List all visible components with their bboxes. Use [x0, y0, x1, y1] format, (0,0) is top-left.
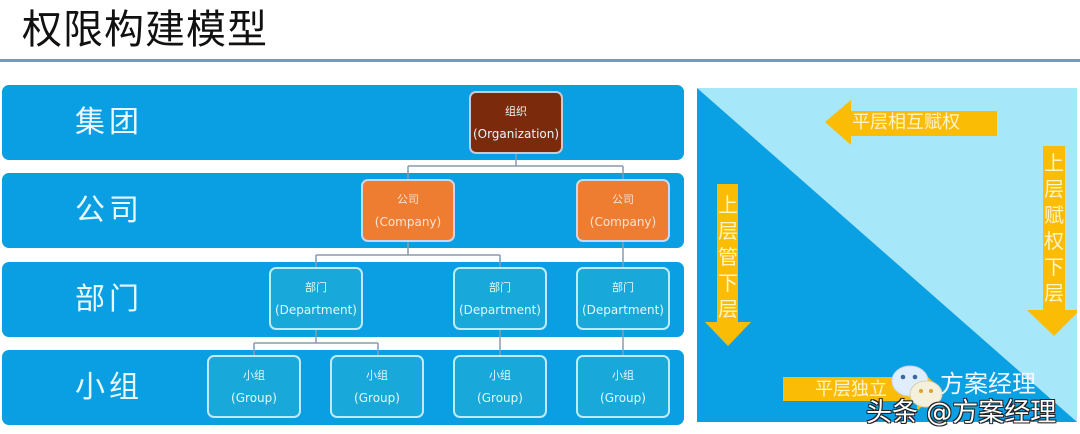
authorization-panel: 平层相互赋权 上层管下层 上层赋权下层 平层独立 [697, 88, 1077, 422]
vertical-label-char: 层 [1044, 177, 1064, 201]
node-en-label: (Group) [354, 390, 400, 405]
node-cn-label: 组织 [505, 104, 527, 118]
node-en-label: (Group) [600, 390, 646, 405]
arrow-left-shape [825, 100, 997, 145]
watermark-account-name: 方案经理 [940, 370, 1036, 398]
node-group-3[interactable]: 小组 (Group) [453, 355, 547, 418]
node-company-1[interactable]: 公司 (Company) [361, 179, 455, 242]
node-department-2[interactable]: 部门 (Department) [453, 267, 547, 330]
node-cn-label: 小组 [612, 368, 634, 382]
vertical-label-char: 层 [718, 219, 738, 243]
vertical-label-char: 赋 [1044, 203, 1064, 227]
vertical-label-char: 上 [718, 193, 738, 217]
vertical-label-char: 管 [718, 245, 738, 269]
title-divider [0, 59, 1080, 62]
node-en-label: (Department) [275, 302, 357, 317]
node-group-1[interactable]: 小组 (Group) [207, 355, 301, 418]
node-cn-label: 部门 [612, 280, 634, 294]
node-en-label: (Group) [231, 390, 277, 405]
level-label: 部门 [75, 282, 143, 317]
watermark-toutiao: 头条 @方案经理 [866, 398, 1057, 428]
vertical-label-char: 下 [718, 271, 738, 295]
node-group-4[interactable]: 小组 (Group) [576, 355, 670, 418]
arrow-down-left-shape [705, 184, 751, 346]
node-en-label: (Department) [582, 302, 664, 317]
node-cn-label: 小组 [489, 368, 511, 382]
vertical-label-char: 下 [1044, 255, 1064, 279]
node-cn-label: 部门 [489, 280, 511, 294]
node-department-3[interactable]: 部门 (Department) [576, 267, 670, 330]
node-company-2[interactable]: 公司 (Company) [576, 179, 670, 242]
level-label: 小组 [75, 370, 143, 405]
level-band-group-corp: 集团 [2, 85, 684, 160]
label-upper-authorizes-lower: 上层赋权下层 [1041, 150, 1067, 306]
wechat-icon [891, 365, 943, 408]
page-title: 权限构建模型 [22, 7, 268, 53]
panel-dark-triangle [697, 88, 1077, 422]
node-cn-label: 部门 [305, 280, 327, 294]
node-cn-label: 公司 [612, 192, 634, 206]
node-en-label: (Company) [589, 214, 657, 229]
vertical-label-char: 层 [718, 297, 738, 321]
vertical-label-char: 上 [1044, 151, 1064, 175]
node-organization[interactable]: 组织 (Organization) [469, 91, 563, 154]
node-en-label: (Department) [459, 302, 541, 317]
level-label: 公司 [75, 193, 143, 228]
vertical-label-char: 层 [1044, 281, 1064, 305]
panel-background [697, 88, 1077, 422]
level-band-company: 公司 [2, 173, 684, 248]
vertical-label-char: 权 [1044, 229, 1064, 253]
label-peer-mutual-authorization: 平层相互赋权 [852, 112, 960, 133]
node-en-label: (Organization) [472, 126, 560, 141]
node-department-1[interactable]: 部门 (Department) [269, 267, 363, 330]
label-peer-independent: 平层独立 [815, 379, 887, 400]
level-label: 集团 [75, 105, 143, 140]
node-en-label: (Group) [477, 390, 523, 405]
label-upper-manages-lower: 上层管下层 [715, 192, 741, 322]
node-cn-label: 小组 [243, 368, 265, 382]
node-group-2[interactable]: 小组 (Group) [330, 355, 424, 418]
node-en-label: (Company) [374, 214, 442, 229]
node-cn-label: 公司 [397, 192, 419, 206]
arrow-down-right-shape [1027, 146, 1077, 336]
node-cn-label: 小组 [366, 368, 388, 382]
